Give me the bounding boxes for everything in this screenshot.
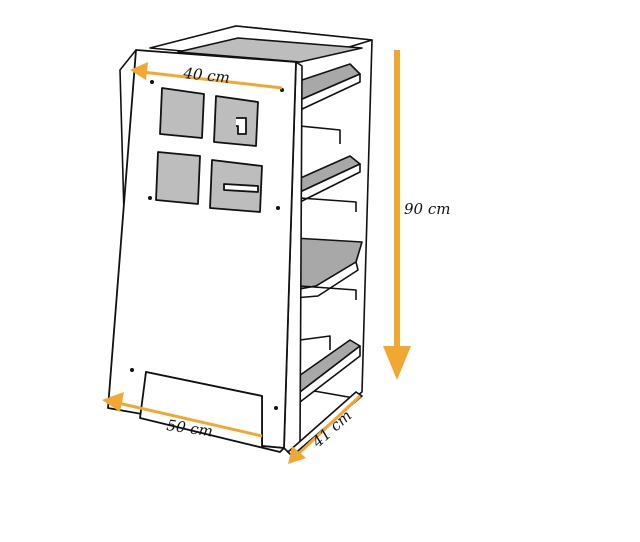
bottom-width-arrow-line <box>117 401 263 438</box>
inner-ledge-2 <box>299 197 357 212</box>
window-detail-2 <box>223 183 259 193</box>
front-panel <box>107 49 297 453</box>
bottom-width-arrow-head <box>102 392 124 412</box>
height-label: 90 cm <box>404 200 450 218</box>
top-width-arrow-line <box>141 70 283 90</box>
inner-ledge-3 <box>299 285 357 300</box>
window-top-left <box>159 87 205 139</box>
screw <box>150 80 154 84</box>
dimension-arrows <box>102 50 411 464</box>
window-detail-1 <box>236 117 247 135</box>
screw <box>276 206 280 210</box>
top-width-arrow-head <box>130 62 148 80</box>
top-width-label: 40 cm <box>182 64 231 87</box>
screw <box>274 406 278 410</box>
inner-ledge-1 <box>299 125 341 144</box>
inner-ledge-4 <box>299 335 331 350</box>
depth-arrow-head <box>288 446 306 464</box>
screw <box>130 368 134 372</box>
window-bottom-left <box>155 151 201 205</box>
depth-arrow-line <box>294 394 362 458</box>
height-arrow-head <box>383 346 411 380</box>
screw <box>148 196 152 200</box>
